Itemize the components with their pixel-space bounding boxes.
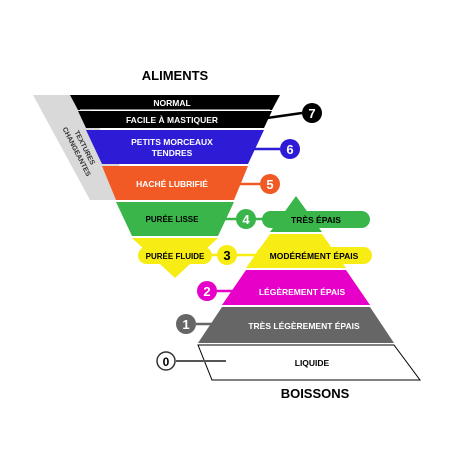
aliments-band-petits-morceaux — [86, 130, 264, 164]
boissons-label-moderement-epais: MODÉRÉMENT ÉPAIS — [270, 251, 359, 261]
boissons-label-tres-legerement-epais: TRÈS LÉGÈREMENT ÉPAIS — [248, 321, 360, 331]
marker-2-label: 2 — [203, 284, 210, 299]
aliments-band-facile — [78, 111, 272, 128]
marker-0 — [156, 351, 176, 371]
aliments-label-petits-morceaux-2: TENDRES — [152, 148, 193, 158]
aliments-label-puree-fluide: PURÉE FLUIDE — [146, 252, 205, 261]
marker-5-label: 5 — [266, 177, 273, 192]
aliments-label-hache: HACHÉ LUBRIFIÉ — [136, 179, 208, 189]
marker-5 — [260, 174, 280, 194]
marker-2 — [197, 281, 217, 301]
boissons-band-tres-legerement-epais — [198, 307, 394, 343]
marker-7 — [302, 103, 322, 123]
marker-6-label: 6 — [286, 142, 293, 157]
aliments-band-hache — [102, 166, 248, 200]
aliments-title: ALIMENTS — [142, 68, 209, 83]
boissons-label-liquide: LIQUIDE — [295, 358, 330, 368]
marker-4 — [236, 209, 256, 229]
aliments-label-normal: NORMAL — [153, 98, 190, 108]
aliments-puree-fluide-pill — [138, 247, 212, 264]
marker-3 — [217, 245, 237, 265]
marker-4-label: 4 — [242, 212, 250, 227]
boissons-label-legerement-epais: LÉGÈREMENT ÉPAIS — [259, 287, 346, 297]
boissons-title: BOISSONS — [281, 386, 350, 401]
boissons-band-liquide — [197, 344, 421, 381]
marker-3-label: 3 — [223, 248, 230, 263]
boissons-label-tres-epais: TRÈS ÉPAIS — [291, 215, 341, 225]
connector-7 — [259, 111, 303, 121]
boissons-moderement-epais-pill — [256, 247, 372, 264]
boissons-tres-epais-pill — [262, 211, 370, 228]
aliments-label-petits-morceaux-1: PETITS MORCEAUX — [131, 137, 213, 147]
aliments-label-facile: FACILE À MASTIQUER — [126, 115, 218, 125]
aliments-band-normal — [70, 95, 280, 110]
marker-1 — [176, 314, 196, 334]
marker-1-label: 1 — [182, 317, 189, 332]
marker-6 — [280, 139, 300, 159]
marker-7-label: 7 — [308, 106, 315, 121]
aliments-band-puree-lisse — [116, 202, 234, 236]
boissons-band-legerement-epais — [222, 270, 370, 305]
aliments-label-puree-lisse: PURÉE LISSE — [146, 215, 200, 224]
marker-0-label: 0 — [163, 355, 170, 369]
